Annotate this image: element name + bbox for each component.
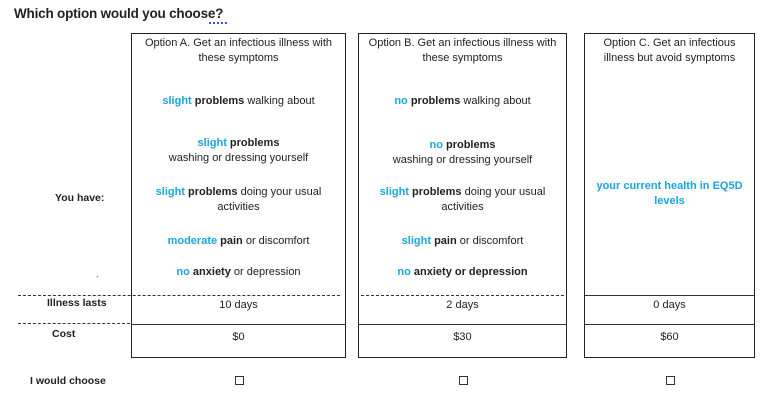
illness-row-top-divider-c bbox=[585, 295, 754, 296]
cost-row-top-divider-b bbox=[358, 324, 567, 325]
option-a-pain: moderate pain or discomfort bbox=[136, 234, 341, 249]
dimension: problems bbox=[408, 186, 462, 198]
level: moderate bbox=[167, 235, 218, 247]
cost-row-top-divider-label bbox=[18, 323, 130, 324]
text: walking about bbox=[460, 95, 531, 107]
question-title: Which option would you choose? bbox=[14, 6, 227, 24]
option-b-pain: slight pain or discomfort bbox=[363, 234, 562, 249]
text: or discomfort bbox=[456, 235, 524, 247]
text: or discomfort bbox=[242, 235, 310, 247]
option-b-header: Option B. Get an infectious illness with… bbox=[368, 37, 557, 64]
option-a-header: Option A. Get an infectious illness with… bbox=[144, 37, 333, 64]
level: no bbox=[176, 266, 190, 278]
illness-lasts-c: 0 days bbox=[653, 299, 686, 311]
dimension: pain bbox=[431, 235, 457, 247]
dimension: anxiety bbox=[189, 266, 231, 278]
option-c-column: Option C. Get an infectious illness but … bbox=[584, 33, 755, 358]
cost-row-top-divider-a bbox=[131, 324, 346, 325]
row-label-you-have: You have: bbox=[55, 192, 105, 204]
cost-c: $60 bbox=[660, 331, 679, 343]
choose-option-b-checkbox[interactable] bbox=[459, 376, 468, 385]
option-a-column: Option A. Get an infectious illness with… bbox=[131, 33, 346, 358]
option-b-anxiety: no anxiety or depression bbox=[363, 265, 562, 280]
option-b-activities: slight problems doing your usual activit… bbox=[363, 185, 562, 215]
dimension: problems bbox=[194, 95, 245, 107]
level: no bbox=[429, 139, 443, 151]
text: or depression bbox=[230, 266, 301, 278]
option-c-health: your current health in EQ5D levels bbox=[596, 180, 743, 207]
option-c-header: Option C. Get an infectious illness but … bbox=[603, 37, 736, 64]
level: no bbox=[397, 266, 411, 278]
option-b-selfcare: no problems washing or dressing yourself bbox=[363, 138, 562, 168]
cost-row-top-divider-c bbox=[584, 324, 755, 325]
row-label-illness-lasts: Illness lasts bbox=[47, 297, 107, 309]
choose-option-c-checkbox[interactable] bbox=[666, 376, 675, 385]
option-b-mobility: no problems walking about bbox=[363, 94, 562, 109]
text: doing your usual activities bbox=[441, 186, 546, 213]
row-label-choose: I would choose bbox=[30, 375, 106, 387]
text: walking about bbox=[244, 95, 315, 107]
dimension: problems bbox=[226, 137, 280, 149]
option-a-activities: slight problems doing your usual activit… bbox=[136, 185, 341, 215]
spellcheck-underline bbox=[209, 22, 227, 24]
dimension: anxiety or depression bbox=[410, 266, 528, 278]
dimension: pain bbox=[217, 235, 243, 247]
text: washing or dressing yourself bbox=[392, 154, 533, 166]
row-label-cost: Cost bbox=[52, 328, 76, 340]
illness-row-top-divider bbox=[18, 295, 340, 296]
text: doing your usual activities bbox=[217, 186, 322, 213]
dimension: problems bbox=[407, 95, 461, 107]
level: slight bbox=[162, 95, 192, 107]
cost-b: $30 bbox=[453, 331, 472, 343]
choose-option-a-checkbox[interactable] bbox=[235, 376, 244, 385]
level: slight bbox=[197, 137, 227, 149]
question-title-text: Which option would you choose? bbox=[14, 6, 224, 21]
illness-row-top-divider-b bbox=[361, 295, 564, 296]
level: slight bbox=[379, 186, 409, 198]
dimension: problems bbox=[442, 139, 496, 151]
level: no bbox=[394, 95, 408, 107]
stray-mark: ` bbox=[96, 275, 99, 285]
illness-lasts-a: 10 days bbox=[219, 299, 258, 311]
option-a-anxiety: no anxiety or depression bbox=[136, 265, 341, 280]
text: washing or dressing yourself bbox=[168, 152, 309, 164]
illness-lasts-b: 2 days bbox=[446, 299, 479, 311]
cost-a: $0 bbox=[232, 331, 245, 343]
option-a-mobility: slight problems walking about bbox=[136, 94, 341, 109]
level: slight bbox=[401, 235, 432, 247]
option-a-selfcare: slight problems washing or dressing yours… bbox=[136, 136, 341, 166]
level: slight bbox=[155, 186, 185, 198]
option-b-column: Option B. Get an infectious illness with… bbox=[358, 33, 567, 358]
dimension: problems bbox=[184, 186, 238, 198]
